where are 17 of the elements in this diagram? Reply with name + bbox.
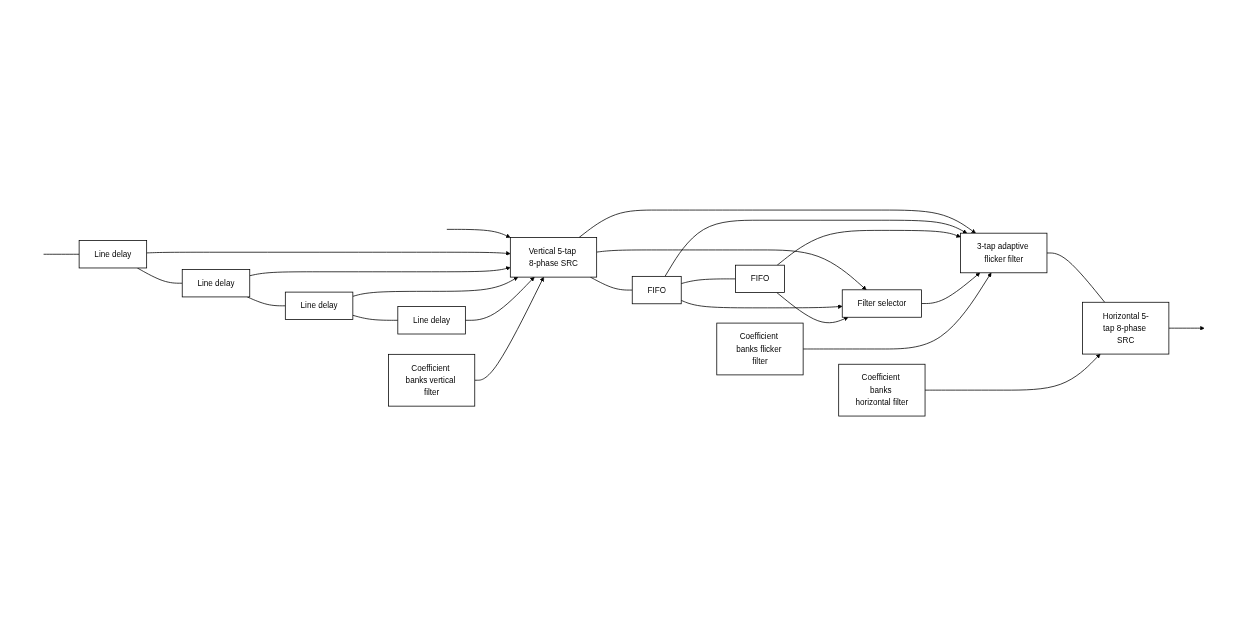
node-box: Vertical 5-tap 8-phase SRC xyxy=(509,237,597,278)
node-box: Filter selector xyxy=(841,289,922,319)
node-box: Line delay xyxy=(78,240,147,269)
node-box: 3-tap adaptive flicker filter xyxy=(959,233,1047,274)
node-box: Horizontal 5-tap 8-phase SRC xyxy=(1081,302,1169,355)
connector xyxy=(680,278,736,285)
connector xyxy=(42,254,79,256)
node-box: Coefficient banks vertical filter xyxy=(387,354,475,407)
connector xyxy=(351,315,398,322)
node-box: Coefficient banks flicker filter xyxy=(715,323,803,376)
node-box: Line delay xyxy=(284,292,353,321)
node-box: Line delay xyxy=(181,269,250,298)
node-box: Coefficient banks horizontal filter xyxy=(837,364,925,417)
node-box: FIFO xyxy=(734,265,785,294)
connector xyxy=(1046,253,1105,304)
node-box: Line delay xyxy=(396,306,466,335)
node-box: FIFO xyxy=(631,276,682,305)
